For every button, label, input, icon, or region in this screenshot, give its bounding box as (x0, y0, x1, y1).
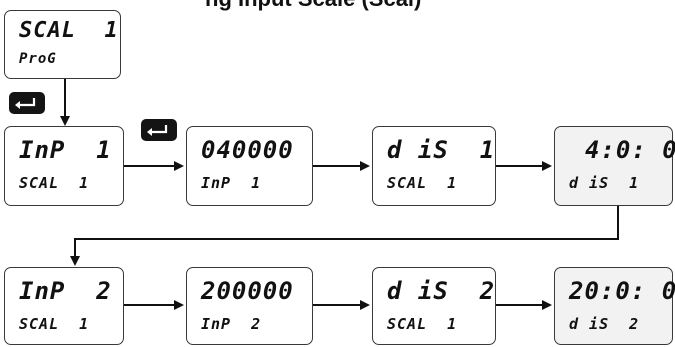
display-line1: d iS 2 (387, 277, 496, 305)
display-line2: InP 2 (201, 315, 262, 333)
enter-key-icon (141, 119, 177, 141)
display-box-inp2-scal1: InP 2 SCAL 1 (4, 267, 124, 345)
arrow-wrap-to-row2 (70, 206, 619, 266)
display-line2: d iS 1 (569, 174, 640, 192)
display-line2: SCAL 1 (387, 174, 458, 192)
display-line1: InP 1 (19, 136, 112, 164)
display-box-dis1-scal1: d iS 1 SCAL 1 (372, 126, 496, 206)
display-line1: d iS 1 (387, 136, 496, 164)
display-box-dis2-scal1: d iS 2 SCAL 1 (372, 267, 496, 345)
display-line2: d iS 2 (569, 315, 640, 333)
display-line1: 20:0: 0 (569, 277, 675, 305)
display-line2: SCAL 1 (387, 315, 458, 333)
start-line1: SCAL 1 (19, 18, 119, 43)
display-line2: InP 1 (201, 174, 262, 192)
display-line1: InP 2 (19, 277, 112, 305)
start-display-box: SCAL 1 ProG (4, 10, 121, 79)
display-line1: 040000 (201, 136, 294, 164)
display-line2: SCAL 1 (19, 315, 90, 333)
display-box-inp1-value: 040000 InP 1 (186, 126, 313, 206)
display-box-dis1-value: 4:0: 0 d iS 1 (554, 126, 675, 206)
diagram-title: ng Input Scale (Scal) (205, 0, 421, 12)
start-line2: ProG (19, 51, 57, 67)
display-line1: 4:0: 0 (585, 136, 675, 164)
display-line2: SCAL 1 (19, 174, 90, 192)
display-box-inp2-value: 200000 InP 2 (186, 267, 313, 345)
display-box-dis2-value: 20:0: 0 d iS 2 (554, 267, 675, 345)
display-line1: 200000 (201, 277, 294, 305)
display-box-inp1-scal1: InP 1 SCAL 1 (4, 126, 124, 206)
enter-key-icon (9, 92, 45, 114)
